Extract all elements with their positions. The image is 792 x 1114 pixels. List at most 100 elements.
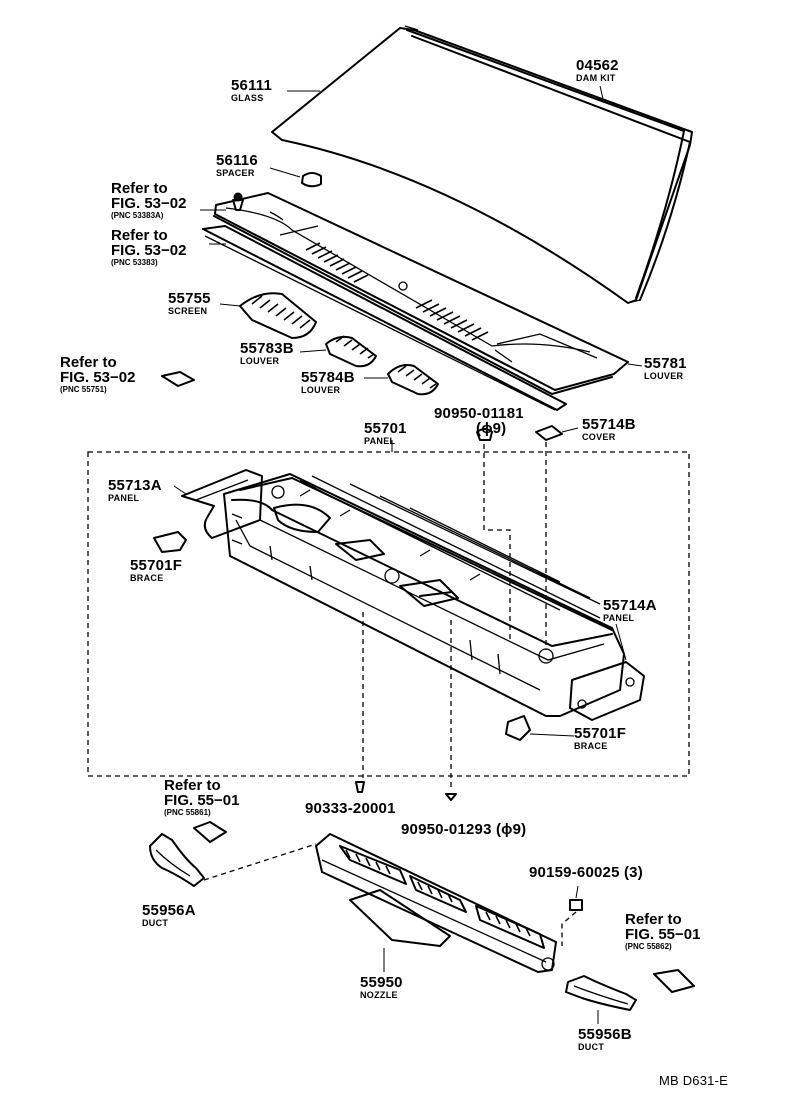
glass-label: 56111 GLASS: [231, 78, 272, 103]
ref-pnc: (PNC 53383A): [111, 211, 164, 220]
duct-a-part: [149, 833, 317, 887]
ref-line: Refer to: [111, 227, 168, 244]
louver-c-name: LOUVER: [301, 385, 341, 395]
louver-c-label: 55784B LOUVER: [301, 370, 355, 395]
clip-part: [476, 428, 493, 441]
ref-clip-part: [161, 371, 195, 387]
dam-kit-number: 04562: [576, 57, 619, 74]
screen-label: 55755 SCREEN: [168, 291, 211, 316]
louver-c-part: [364, 364, 439, 396]
ref-fig-53-02-c: Refer to FIG. 53−02 (PNC 55751): [60, 355, 135, 394]
brace-right: [505, 715, 531, 741]
ref-line: Refer to: [60, 354, 117, 371]
brace1-name: BRACE: [130, 573, 164, 583]
duct-b-label: 55956B DUCT: [578, 1027, 632, 1052]
panel-a-name: PANEL: [108, 493, 140, 503]
nozzle-part: [315, 833, 557, 973]
nozzle-number: 55950: [360, 974, 403, 991]
louver-main-number: 55781: [644, 355, 687, 372]
spacer-part: [301, 172, 322, 188]
ref-pnc: (PNC 55861): [164, 808, 211, 817]
ref-line: Refer to: [164, 777, 221, 794]
ref-fig-55-01-a: Refer to FIG. 55−01 (PNC 55861): [164, 778, 239, 817]
ref-pnc: (PNC 55862): [625, 942, 672, 951]
ref-pnc: (PNC 55751): [60, 385, 107, 394]
ref-duct-clip-a: [193, 821, 227, 843]
panel-b-label: 55714A PANEL: [603, 598, 657, 623]
brace2-name: BRACE: [574, 741, 608, 751]
screw-part: [355, 781, 365, 793]
duct-b-part: [565, 975, 637, 1024]
cover-number: 55714B: [582, 416, 636, 433]
ref-line: Refer to: [111, 180, 168, 197]
ref-fig-53-02-b: Refer to FIG. 53−02 (PNC 53383): [111, 228, 186, 267]
brace-left: [153, 531, 187, 553]
ref-fig: FIG. 55−01: [164, 792, 240, 809]
ref-fig: FIG. 53−02: [111, 242, 187, 259]
cowl-vents: [305, 242, 489, 341]
panel-a-number: 55713A: [108, 477, 162, 494]
duct-a-label: 55956A DUCT: [142, 903, 196, 928]
panel-b-number: 55714A: [603, 597, 657, 614]
clip2-number: 90950-01293 (ϕ9): [401, 821, 527, 838]
cowl-louver: [202, 192, 629, 411]
brace1-number: 55701F: [130, 557, 183, 574]
duct-b-number: 55956B: [578, 1026, 632, 1043]
duct-a-number: 55956A: [142, 902, 196, 919]
clip-size: (ϕ9): [476, 420, 507, 437]
screen-part: [219, 292, 317, 339]
spacer-label: 56116 SPACER: [216, 153, 258, 178]
side-panel-b: [569, 623, 645, 721]
louver-b-label: 55783B LOUVER: [240, 341, 294, 366]
panel-assembly-box: [87, 451, 690, 777]
panel-a-label: 55713A PANEL: [108, 478, 162, 503]
cover-part: [535, 425, 563, 441]
dam-kit-name: DAM KIT: [576, 73, 616, 83]
screen-name: SCREEN: [168, 306, 208, 316]
ref-pnc: (PNC 53383): [111, 258, 158, 267]
panel-b-name: PANEL: [603, 613, 635, 623]
cowl-panel: [223, 473, 625, 717]
louver-main-name: LOUVER: [644, 371, 684, 381]
bolt-number: 90159-60025 (3): [529, 864, 643, 881]
brace1-label: 55701F BRACE: [130, 558, 182, 583]
cover-name: COVER: [582, 432, 616, 442]
bolt-part: [569, 899, 583, 911]
spacer-number: 56116: [216, 152, 258, 169]
figure-code: MB D631-E: [659, 1074, 728, 1087]
duct-a-name: DUCT: [142, 918, 169, 928]
louver-c-number: 55784B: [301, 369, 355, 386]
clip-label: 90950-01181 (ϕ9): [434, 406, 524, 436]
duct-b-name: DUCT: [578, 1042, 605, 1052]
ref-fig: FIG. 55−01: [625, 926, 701, 943]
louver-b-number: 55783B: [240, 340, 294, 357]
ref-fig-53-02-a: Refer to FIG. 53−02 (PNC 53383A): [111, 181, 186, 220]
louver-b-part: [299, 335, 377, 368]
panel-number: 55701: [364, 420, 407, 437]
spacer-name: SPACER: [216, 168, 255, 178]
ref-fig: FIG. 53−02: [111, 195, 187, 212]
ref-fig-55-01-b: Refer to FIG. 55−01 (PNC 55862): [625, 912, 700, 951]
ref-duct-clip-b: [653, 969, 695, 993]
clip2-part: [445, 793, 457, 801]
dam-kit-label: 04562 DAM KIT: [576, 58, 619, 83]
louver-b-name: LOUVER: [240, 356, 280, 366]
clip2-label: 90950-01293 (ϕ9): [401, 822, 526, 837]
panel-name: PANEL: [364, 436, 396, 446]
screw-label: 90333-20001: [305, 801, 396, 816]
screw-number: 90333-20001: [305, 800, 396, 817]
glass-name: GLASS: [231, 93, 264, 103]
glass-number: 56111: [231, 77, 273, 94]
louver-main-label: 55781 LOUVER: [644, 356, 687, 381]
ref-fig: FIG. 53−02: [60, 369, 136, 386]
brace2-number: 55701F: [574, 725, 627, 742]
nozzle-label: 55950 NOZZLE: [360, 975, 403, 1000]
nozzle-name: NOZZLE: [360, 990, 398, 1000]
screen-number: 55755: [168, 290, 211, 307]
ref-line: Refer to: [625, 911, 682, 928]
bolt-label: 90159-60025 (3): [529, 865, 643, 880]
cover-label: 55714B COVER: [582, 417, 636, 442]
clip-number: 90950-01181: [434, 405, 524, 422]
